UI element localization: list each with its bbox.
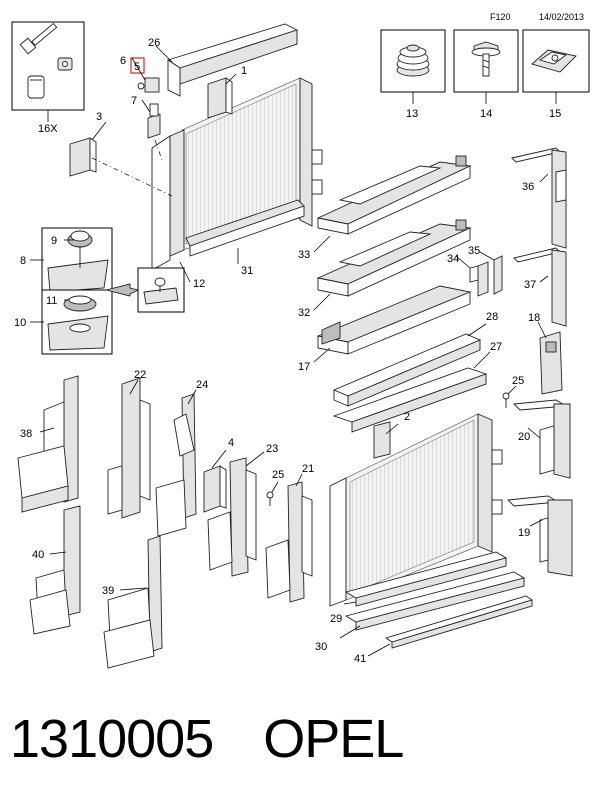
callout-4: 4 [228,437,234,449]
foam-block-1 [207,77,233,119]
bracket-7 [147,103,161,139]
foam-block-4 [203,465,227,513]
callout-25-left: 25 [272,469,284,481]
callout-15: 15 [549,108,561,120]
callout-9: 9 [51,235,57,247]
leader-lines [30,45,549,657]
callout-31: 31 [241,265,253,277]
air-deflector-17 [316,285,472,355]
side-member-39 [103,535,163,669]
callout-34: 34 [447,253,459,265]
callout-5-highlight [130,57,145,74]
side-bracket-20 [513,399,571,479]
insulator-box-8 [41,227,113,297]
screw-25-left [266,491,274,506]
screw-25-right [502,392,510,408]
diagram-date: 14/02/2013 [539,12,584,22]
upper-seal-28 [332,333,482,407]
callout-labels: 26 1 6 5 7 3 8 9 10 11 12 31 33 32 17 34… [14,37,540,665]
bolt-icon [19,22,58,55]
speed-clip-box [522,29,590,93]
insulator-box-10 [41,289,113,355]
part-number: 1310005 [10,709,214,769]
side-bracket-36 [511,147,567,249]
side-member-38 [17,375,79,513]
detail-box-12 [137,267,185,313]
lower-rail-41 [384,595,534,649]
lower-rail-29 [344,551,508,607]
callout-11: 11 [46,295,57,307]
callout-10: 10 [14,317,26,329]
spring-nut-box [380,29,446,93]
callout-12: 12 [193,278,205,290]
lower-rail-30 [344,571,526,631]
side-member-21 [265,481,313,603]
footer-caption: 1310005 OPEL [10,708,404,770]
foam-block-2 [373,421,391,459]
brand-name: OPEL [263,709,404,769]
diagram-code: F120 [490,12,511,22]
callout-6: 6 [120,55,126,67]
hardware-kit-box [11,21,85,111]
side-member-23 [207,457,257,577]
callout-8: 8 [20,255,26,267]
callout-2: 2 [404,411,410,423]
callout-19: 19 [518,527,530,539]
callout-13: 13 [406,108,418,120]
callout-36: 36 [522,181,534,193]
callout-41: 41 [354,653,366,665]
side-member-24 [155,393,197,537]
callout-20: 20 [518,431,530,443]
main-radiator [329,413,503,607]
callout-25-right: 25 [512,375,524,387]
callout-24: 24 [196,379,208,391]
air-deflector-32 [316,219,472,297]
foam-block-3 [69,137,97,177]
callout-7: 7 [131,95,137,107]
callout-27: 27 [490,341,502,353]
clip-5 [137,77,160,93]
side-member-40 [29,505,81,635]
callout-29: 29 [330,613,342,625]
callout-32: 32 [298,307,310,319]
top-radiator [151,77,323,271]
callout-5: 5 [134,61,140,73]
callout-1: 1 [241,65,247,77]
callout-38: 38 [20,428,32,440]
small-bracket-35 [493,255,503,295]
callout-17: 17 [298,361,310,373]
callout-3: 3 [96,111,102,123]
callout-37: 37 [524,279,536,291]
side-bracket-19 [507,495,573,577]
radiator-bottom-rail [185,199,305,257]
callout-30: 30 [315,641,327,653]
callout-33: 33 [298,249,310,261]
callout-14: 14 [480,108,492,120]
clip-18 [539,331,563,395]
callout-40: 40 [32,549,44,561]
side-bracket-37 [513,247,567,327]
small-bracket-34 [469,261,489,297]
washer-screw-box [453,29,519,93]
callout-26: 26 [148,37,160,49]
callout-39: 39 [102,585,114,597]
callout-21: 21 [302,463,314,475]
callout-16x: 16X [38,123,58,135]
top-seal-strip [166,23,299,97]
side-member-22 [107,377,151,519]
air-deflector-33 [316,155,472,235]
clip-nut-icon [27,75,45,99]
callout-18: 18 [528,312,540,324]
callout-23: 23 [266,443,278,455]
upper-seal-27 [332,367,488,433]
callout-35: 35 [468,245,480,257]
callout-28: 28 [486,311,498,323]
callout-22: 22 [134,369,146,381]
